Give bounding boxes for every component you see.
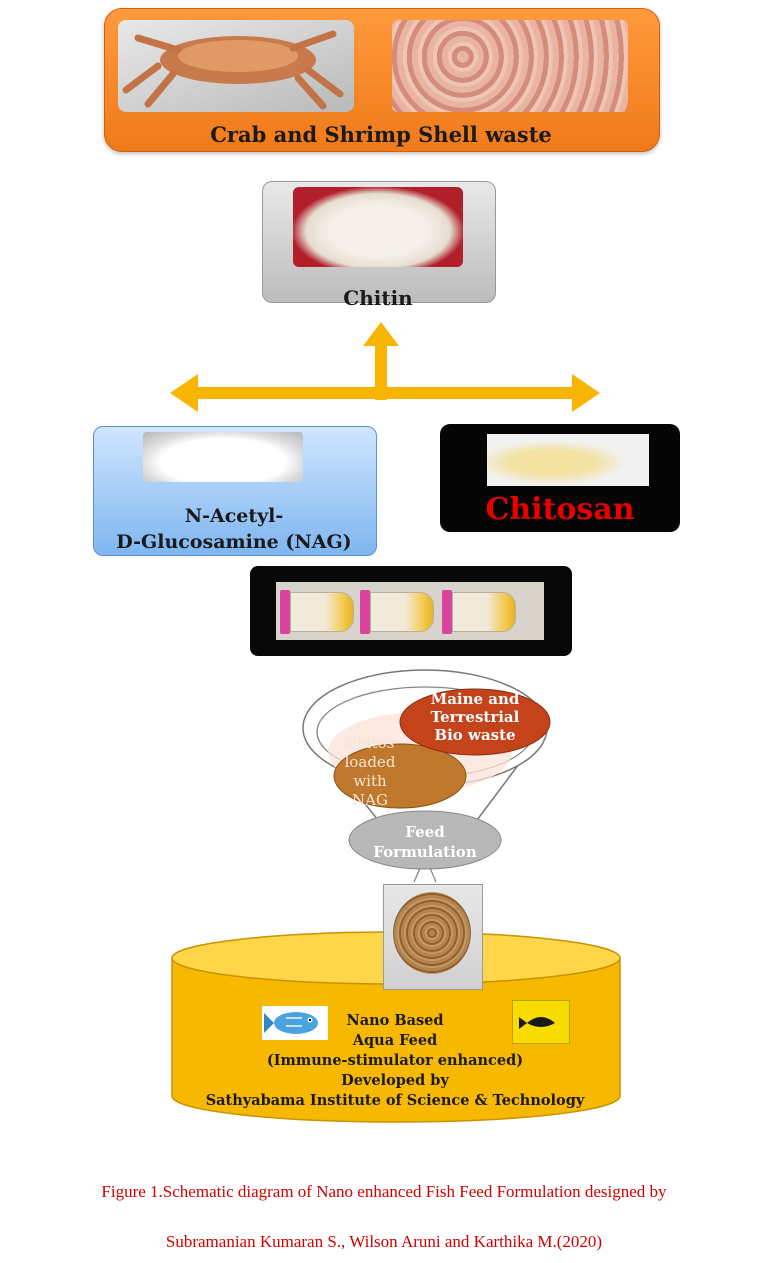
biowaste-line2: Terrestrial <box>430 708 520 726</box>
nag-label-line1: N-Acetyl- <box>184 505 284 527</box>
chitosan-nag-line3: with <box>353 772 387 790</box>
tube <box>290 592 354 632</box>
product-line2: Aqua Feed <box>352 1032 438 1049</box>
tube <box>370 592 434 632</box>
product-cylinder <box>171 931 621 1123</box>
chitosan-nag-line1: Chitos <box>345 734 395 752</box>
chitosan-label: Chitosan <box>485 492 635 527</box>
arrow-up-shaft <box>375 340 387 400</box>
nag-label-line2: D-Glucosamine (NAG) <box>116 531 352 553</box>
biowaste-ellipse <box>399 688 551 756</box>
chitosan-photo <box>487 434 649 486</box>
source-label: Crab and Shrimp Shell waste <box>210 122 552 147</box>
feed-pellets <box>393 892 471 974</box>
feed-bag-fish-icon <box>519 1017 555 1029</box>
chitin-photo <box>293 187 463 267</box>
product-line1: Nano Based <box>346 1012 444 1029</box>
feed-bag-icon <box>512 1000 570 1044</box>
crab-photo <box>118 20 354 112</box>
feed-formulation-ellipse <box>348 810 502 870</box>
funnel-spout <box>413 867 437 883</box>
biowaste-line1: Maine and <box>430 690 520 708</box>
chitosan-nag-ellipse <box>333 743 467 809</box>
chitosan-nag-line4: NAG <box>352 791 388 809</box>
product-line3: (Immune-stimulator enhanced) <box>266 1052 524 1069</box>
feed-formulation-line2: Formulation <box>373 843 477 861</box>
shrimp-photo <box>392 20 628 112</box>
nag-photo <box>143 432 303 482</box>
arrow-left-head <box>170 374 198 412</box>
biowaste-label: Maine and Terrestrial Bio waste <box>400 690 550 744</box>
tube <box>452 592 516 632</box>
product-line4: Developed by <box>341 1072 449 1089</box>
feed-formulation-line1: Feed <box>405 823 445 841</box>
crab-shape <box>122 30 344 110</box>
tube-cap <box>360 590 370 634</box>
product-line5: Sathyabama Institute of Science & Techno… <box>205 1092 585 1109</box>
arrow-right-head <box>572 374 600 412</box>
tube-cap <box>280 590 290 634</box>
biowaste-line3: Bio waste <box>434 726 516 744</box>
arrow-horizontal-shaft <box>194 387 576 399</box>
chitin-label: Chitin <box>343 286 413 310</box>
figure-caption-line2: Subramanian Kumaran S., Wilson Aruni and… <box>165 1232 603 1251</box>
chitosan-nag-line2: loaded <box>344 753 396 771</box>
funnel <box>302 669 551 883</box>
figure-caption-line1: Figure 1.Schematic diagram of Nano enhan… <box>101 1182 667 1201</box>
branch-arrows <box>170 322 600 412</box>
fish-icon <box>262 1006 328 1040</box>
feed-formulation-label: Feed Formulation <box>350 822 500 862</box>
tube-cap <box>442 590 452 634</box>
cylinder-body <box>171 957 621 1123</box>
arrow-up-head <box>363 322 399 346</box>
chitosan-nag-label: Chitos loaded with NAG <box>334 734 406 810</box>
